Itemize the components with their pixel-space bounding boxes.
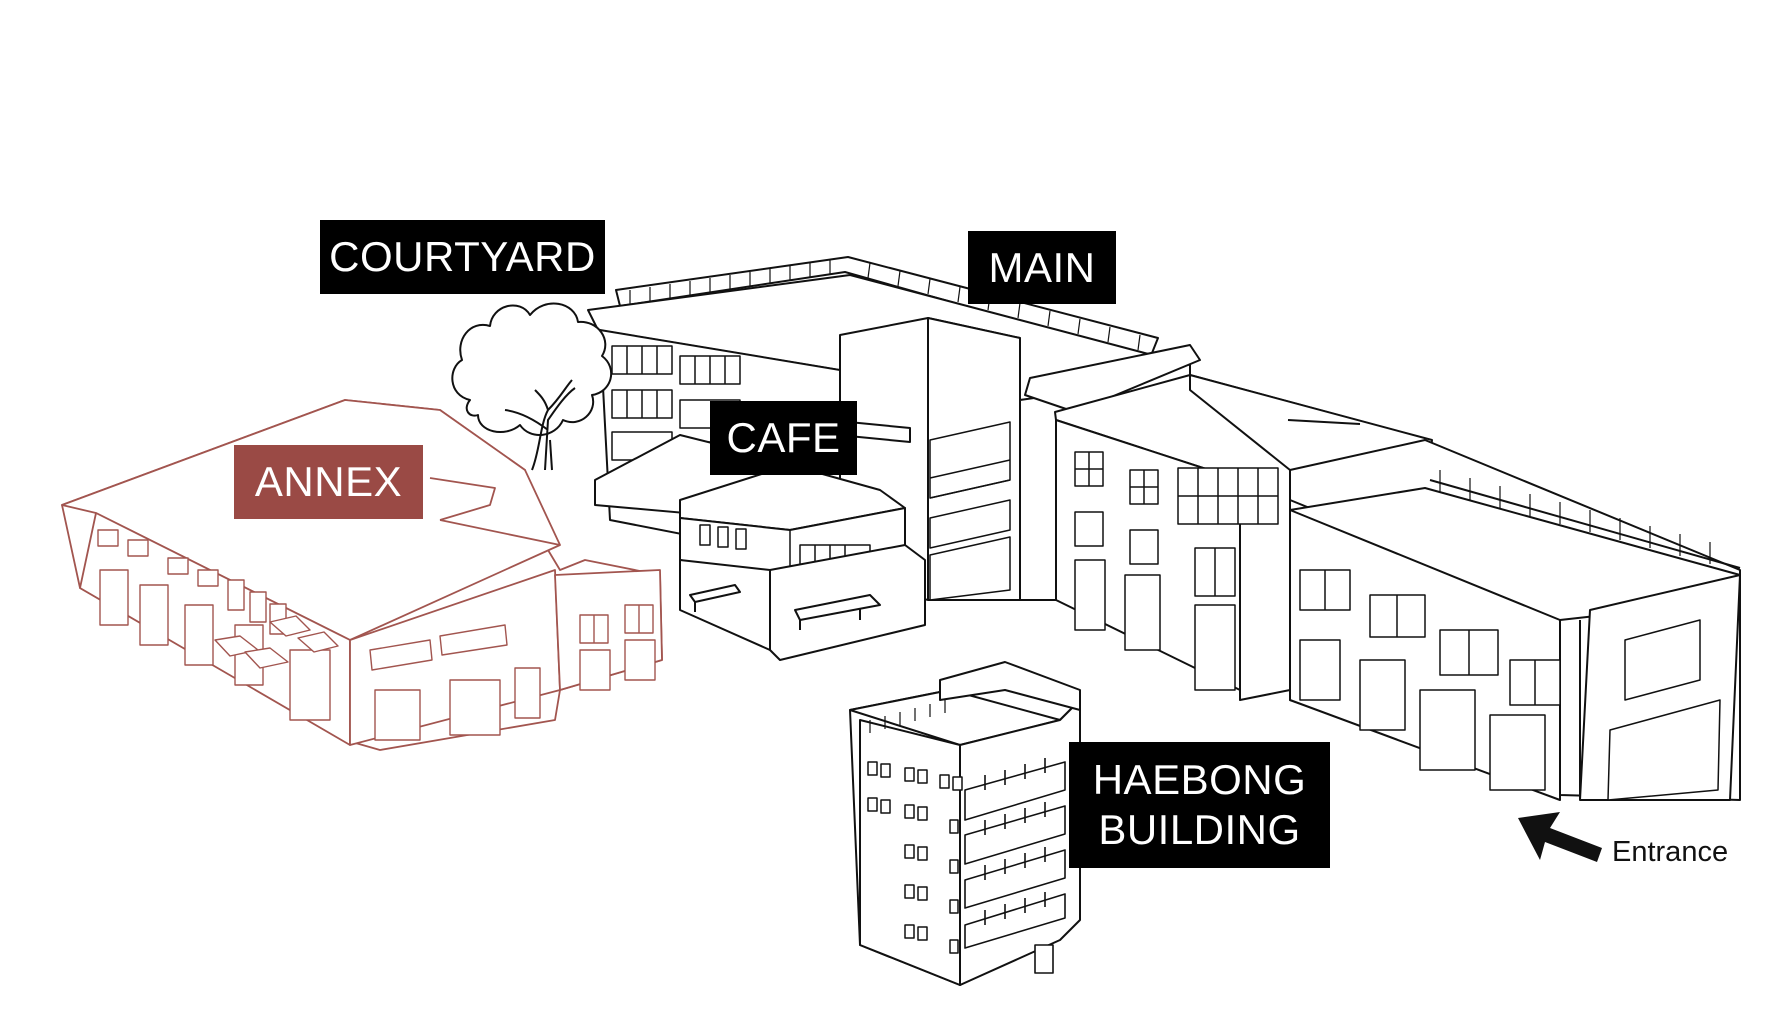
entrance-label: Entrance [1612, 836, 1729, 868]
main-label[interactable]: MAIN [968, 231, 1116, 304]
annex-label[interactable]: ANNEX [234, 445, 423, 519]
haebong-building-label[interactable]: HAEBONG BUILDING [1069, 742, 1330, 868]
annex-building[interactable] [61, 399, 663, 751]
haebong-label-line2: BUILDING [1098, 806, 1301, 853]
haebong-label-line1: HAEBONG [1092, 756, 1307, 803]
entrance-arrow-icon [1518, 812, 1602, 862]
cafe-label-text: CAFE [726, 414, 841, 461]
tree-icon [451, 302, 612, 471]
main-label-text: MAIN [988, 243, 1096, 291]
courtyard-label[interactable]: COURTYARD [320, 220, 605, 294]
haebong-building[interactable] [849, 661, 1081, 986]
cafe-label[interactable]: CAFE [710, 401, 857, 475]
courtyard-label-text: COURTYARD [329, 233, 596, 280]
cafe-building[interactable] [594, 434, 926, 661]
annex-label-text: ANNEX [254, 458, 403, 505]
